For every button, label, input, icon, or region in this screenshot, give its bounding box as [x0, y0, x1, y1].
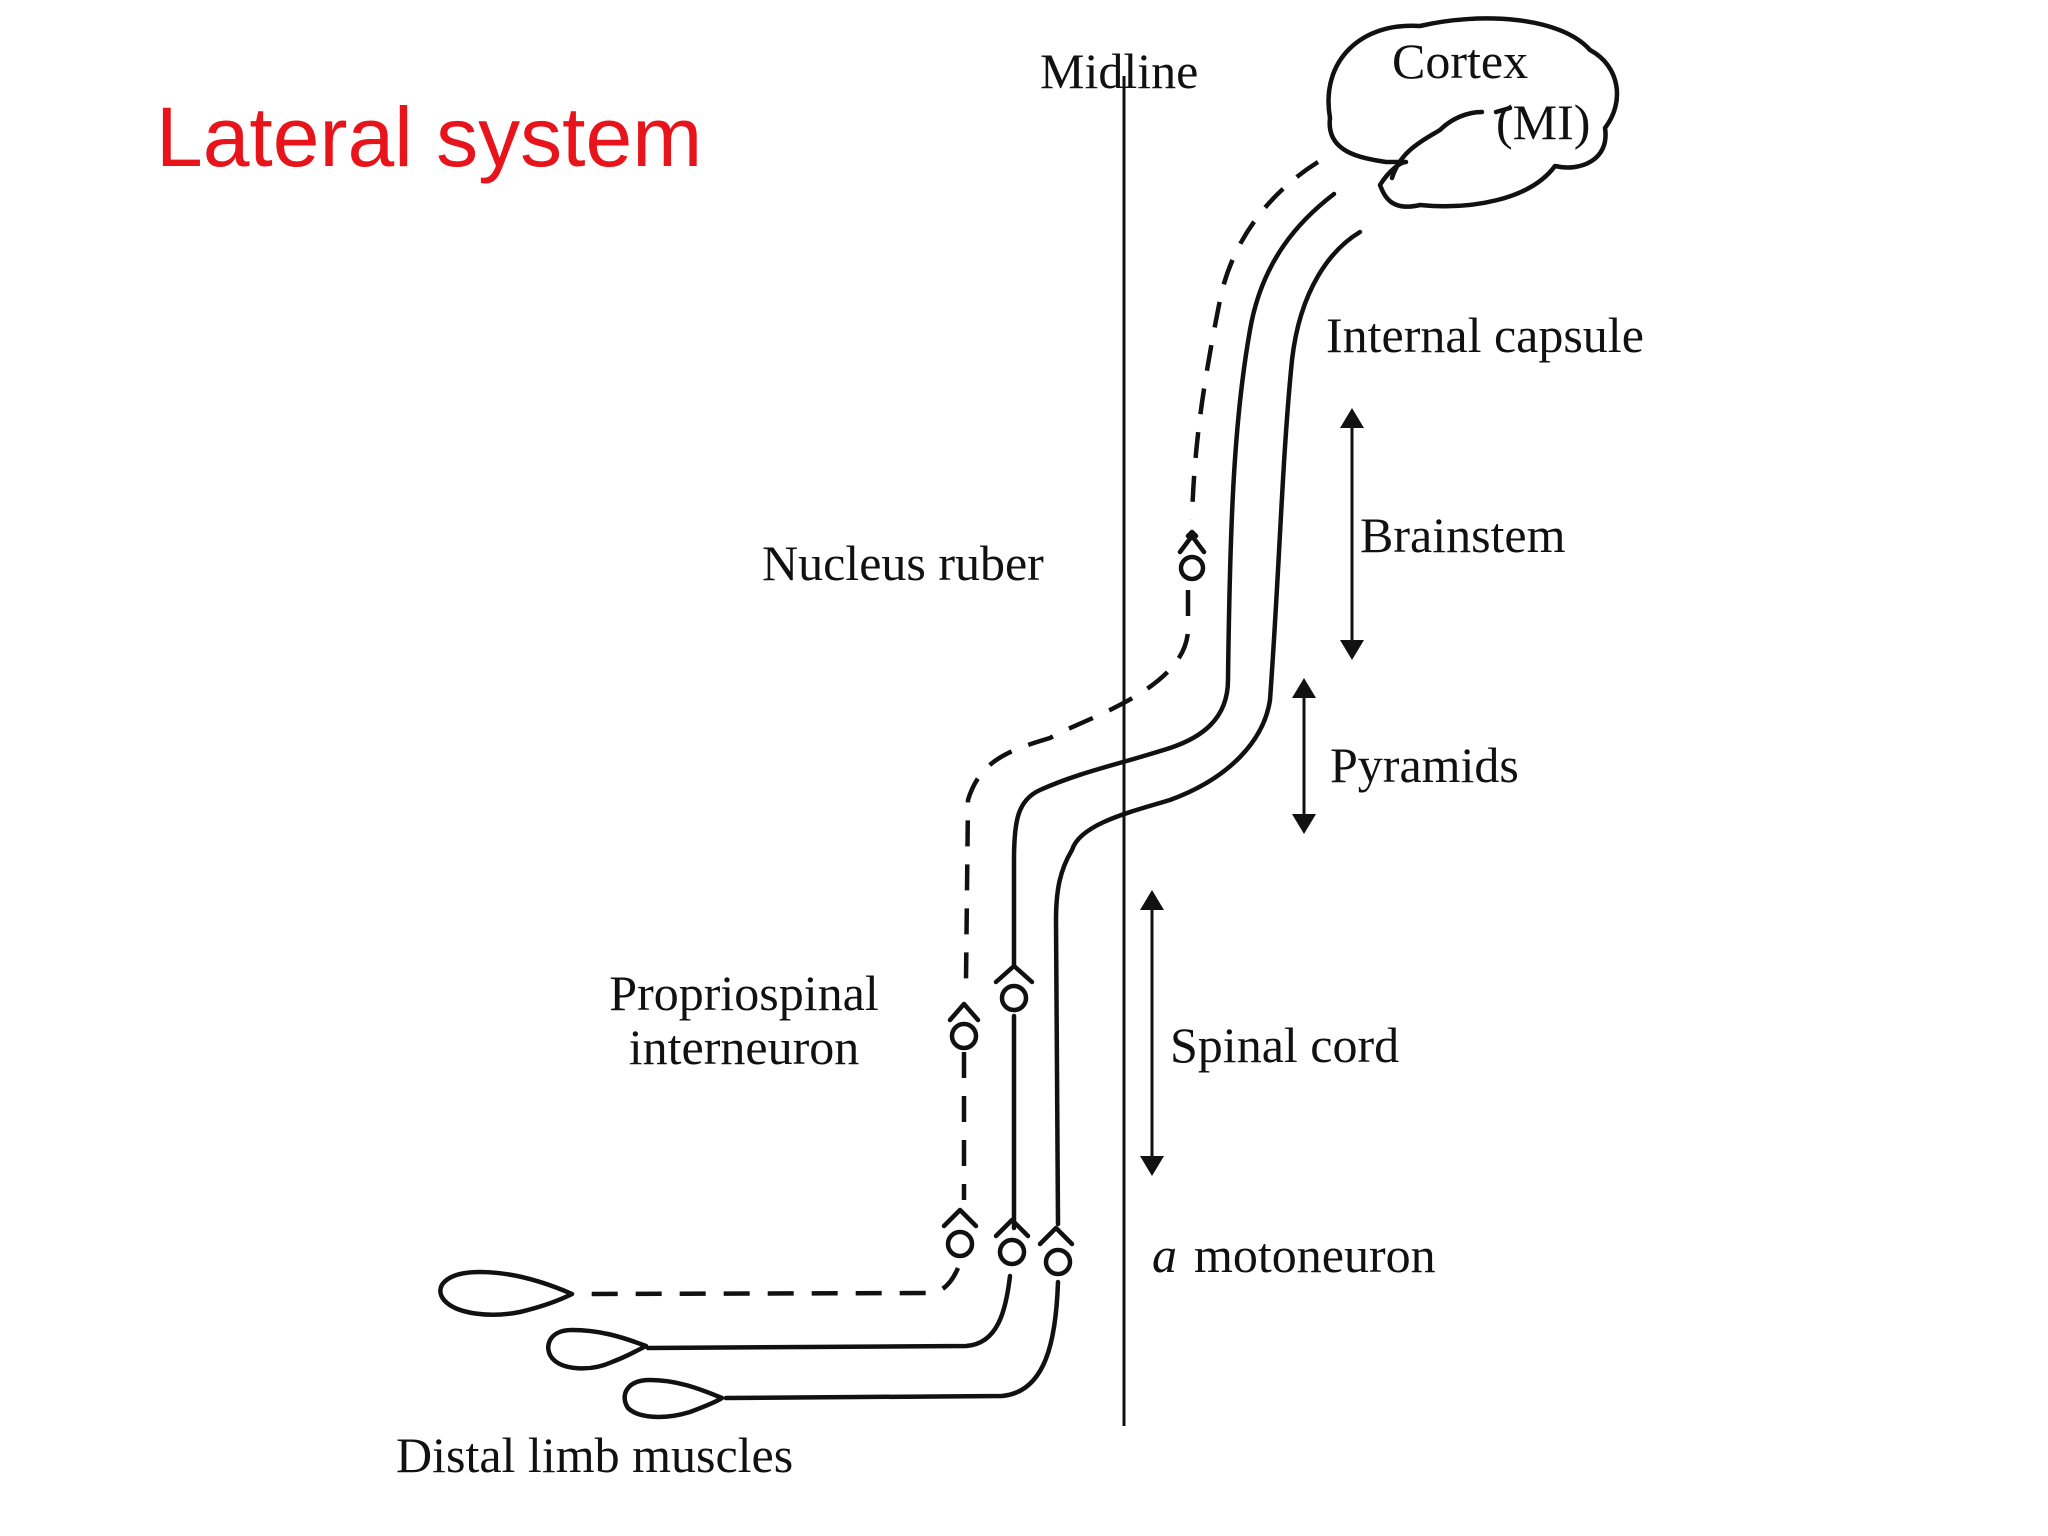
- cortex-outline: [1326, 16, 1620, 209]
- midline-label: Midline: [1040, 43, 1198, 99]
- corticospinal-tract-inner: [1011, 191, 1337, 969]
- synapse-propriospinal: [947, 1001, 981, 1051]
- corticorubral-dashed-tract: [1189, 160, 1320, 521]
- nucleus-ruber-label: Nucleus ruber: [762, 535, 1044, 591]
- brainstem-range-arrow: [1340, 408, 1364, 660]
- motor-axon-lower: [723, 1279, 1061, 1401]
- synapse-motoneuron-dashed: [941, 1207, 979, 1259]
- muscle-middle: [546, 1327, 649, 1371]
- spinal-cord-range-arrow: [1140, 890, 1164, 1176]
- rubrospinal-dashed-tract: [963, 590, 1191, 981]
- synapse-motoneuron-middle: [993, 1217, 1031, 1267]
- cortex-label: Cortex: [1392, 33, 1528, 89]
- pyramids-range-arrow: [1292, 678, 1316, 834]
- mi-label: (MI): [1496, 94, 1590, 150]
- synapse-corticospinal-interneuron: [993, 963, 1035, 1013]
- corticospinal-tract-outer: [1053, 229, 1363, 1227]
- motoneuron-label: motoneuron: [1194, 1227, 1436, 1283]
- muscle-lower: [622, 1377, 725, 1420]
- muscle-upper: [438, 1269, 575, 1317]
- distal-limb-muscles-label: Distal limb muscles: [396, 1427, 793, 1483]
- motor-axon-middle: [645, 1273, 1013, 1351]
- alpha-symbol: a: [1152, 1227, 1177, 1283]
- internal-capsule-label: Internal capsule: [1326, 307, 1644, 363]
- diagram-title: Lateral system: [156, 90, 702, 184]
- synapse-nucleus-ruber: [1177, 529, 1207, 582]
- propriospinal-label-line2: interneuron: [629, 1019, 859, 1075]
- pyramids-label: Pyramids: [1330, 737, 1519, 793]
- spinal-cord-label: Spinal cord: [1170, 1017, 1399, 1073]
- synapse-motoneuron-lower: [1037, 1225, 1075, 1277]
- propriospinal-label-line1: Propriospinal: [609, 965, 878, 1021]
- motor-dashed-axon: [577, 1267, 961, 1297]
- brainstem-label: Brainstem: [1360, 507, 1566, 563]
